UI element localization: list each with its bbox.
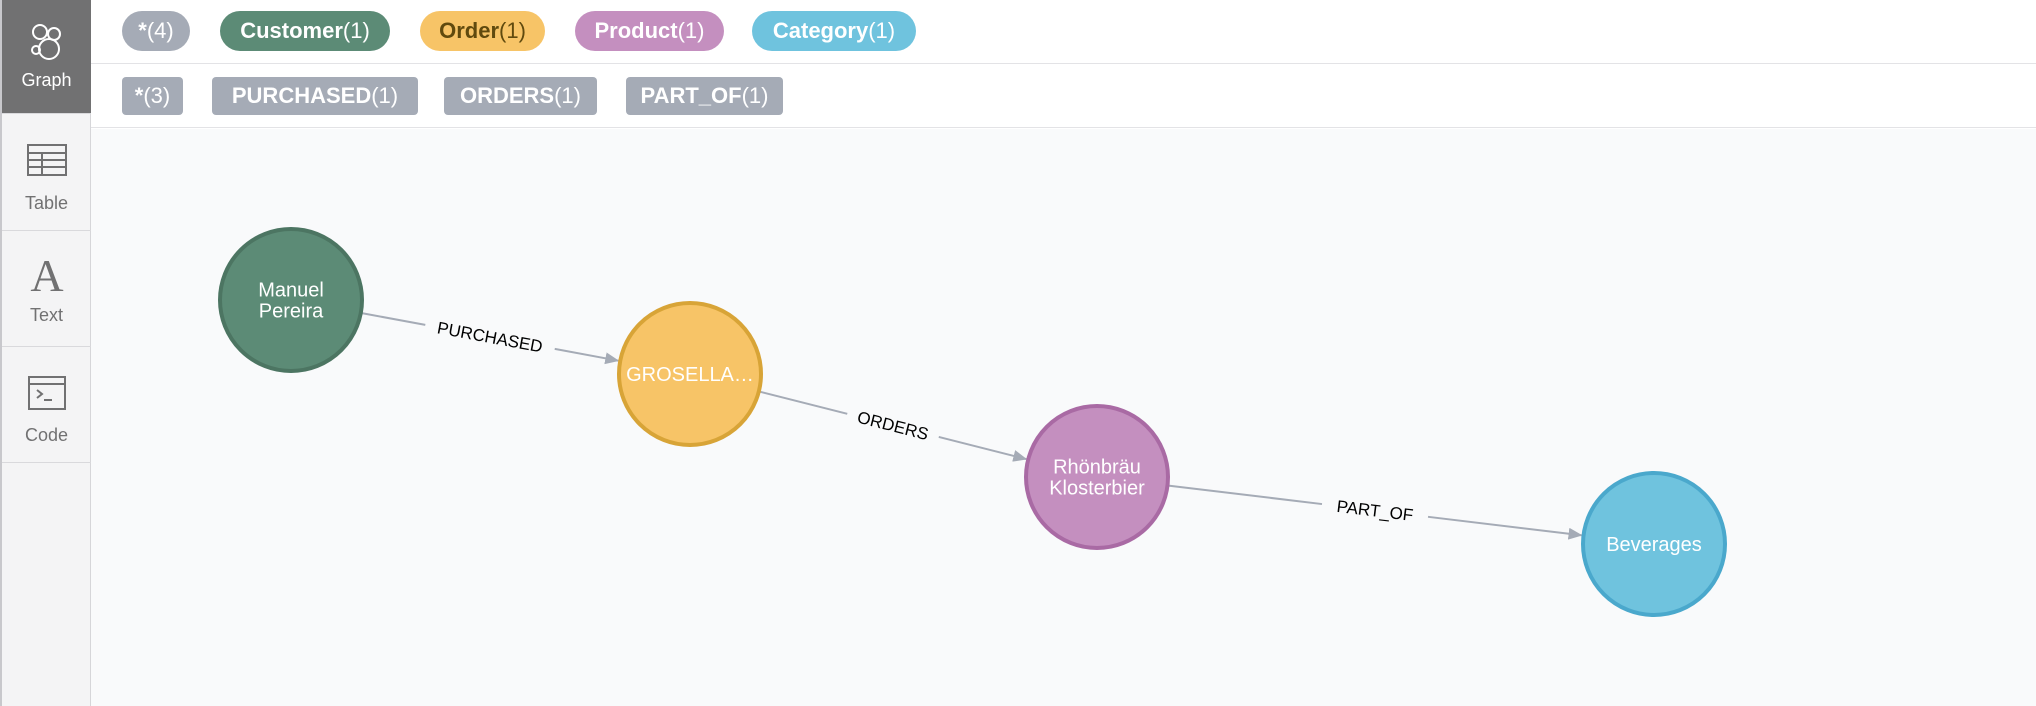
relationship-label[interactable]: PART_OF [1336, 497, 1415, 525]
node-circle[interactable] [218, 227, 364, 373]
label-pill-all[interactable]: *(4) [122, 11, 190, 51]
graph-visualization[interactable]: PURCHASED ORDERS PART_OF ManuelPereiraGROS… [91, 129, 2036, 706]
view-sidebar: Graph Table A Text [0, 0, 91, 706]
rel-tag-all[interactable]: *(3) [122, 77, 183, 115]
svg-text:A: A [30, 253, 63, 297]
label-pill-product[interactable]: Product(1) [575, 11, 724, 51]
node-circle[interactable] [1581, 471, 1727, 617]
sidebar-item-label: Table [24, 193, 69, 213]
sidebar-item-label: Text [29, 305, 63, 325]
sidebar-item-graph[interactable]: Graph [2, 0, 91, 114]
node-caption: Manuel [258, 280, 324, 302]
graph-node-category[interactable]: Beverages [1581, 471, 1727, 617]
sidebar-item-table[interactable]: Table [2, 114, 91, 231]
label-pill-customer[interactable]: Customer(1) [220, 11, 390, 51]
relationship-label[interactable]: PURCHASED [436, 318, 544, 356]
graph-icon [30, 24, 61, 60]
label-pill-category[interactable]: Category(1) [752, 11, 916, 51]
relationship-line[interactable] [1168, 484, 1323, 506]
node-caption: Pereira [259, 301, 324, 323]
node-caption: Klosterbier [1049, 478, 1145, 500]
sidebar-item-label: Graph [21, 70, 72, 90]
sidebar-item-label: Code [24, 425, 69, 445]
relationship-arrow[interactable] [938, 435, 1028, 462]
relationship-label[interactable]: ORDERS [855, 408, 930, 444]
relationship-arrow[interactable] [1427, 515, 1583, 540]
relationship-types-bar: *(3) PURCHASED(1) ORDERS(1) PART_OF(1) [91, 64, 2036, 128]
relationship-arrow[interactable] [554, 347, 620, 365]
graph-node-order[interactable]: GROSELLA… [617, 301, 763, 447]
rel-tag-orders[interactable]: ORDERS(1) [444, 77, 597, 115]
rel-tag-purchased[interactable]: PURCHASED(1) [212, 77, 418, 115]
sidebar-item-text[interactable]: A Text [2, 231, 91, 347]
text-icon: A [30, 253, 63, 297]
sidebar-item-code[interactable]: Code [2, 347, 91, 463]
node-caption: Beverages [1606, 534, 1702, 556]
code-icon [27, 376, 66, 410]
relationship-line[interactable] [759, 390, 848, 415]
relationship-line[interactable] [361, 312, 426, 326]
label-pill-order[interactable]: Order(1) [420, 11, 545, 51]
node-circle[interactable] [617, 301, 763, 447]
node-labels-bar: *(4) Customer(1) Order(1) Product(1) Cat… [91, 0, 2036, 64]
node-caption: Rhönbräu [1053, 457, 1141, 479]
node-caption: GROSELLA… [626, 364, 754, 386]
table-icon [26, 144, 67, 176]
rel-tag-part-of[interactable]: PART_OF(1) [626, 77, 783, 115]
node-circle[interactable] [1024, 404, 1170, 550]
